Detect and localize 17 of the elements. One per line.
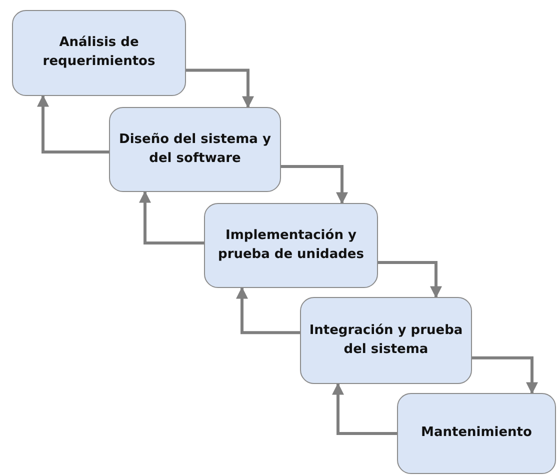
- step-label: Mantenimiento: [420, 424, 533, 442]
- arrow: [378, 261, 442, 298]
- process-box: [204, 203, 378, 288]
- process-box: [109, 107, 281, 192]
- arrow: [472, 356, 538, 394]
- arrow: [281, 165, 348, 204]
- step-label: Análisis de requerimientos: [42, 34, 156, 71]
- step-label: Diseño del sistema y del software: [118, 130, 272, 168]
- arrow: [236, 286, 300, 334]
- process-box: [12, 10, 186, 96]
- process-box: [397, 393, 556, 474]
- process-box: [300, 297, 472, 384]
- arrow: [332, 382, 397, 435]
- arrow: [139, 190, 204, 244]
- step-label: Implementación y prueba de unidades: [217, 226, 365, 264]
- step-label: Integración y prueba del sistema: [308, 322, 464, 358]
- arrow: [186, 68, 254, 108]
